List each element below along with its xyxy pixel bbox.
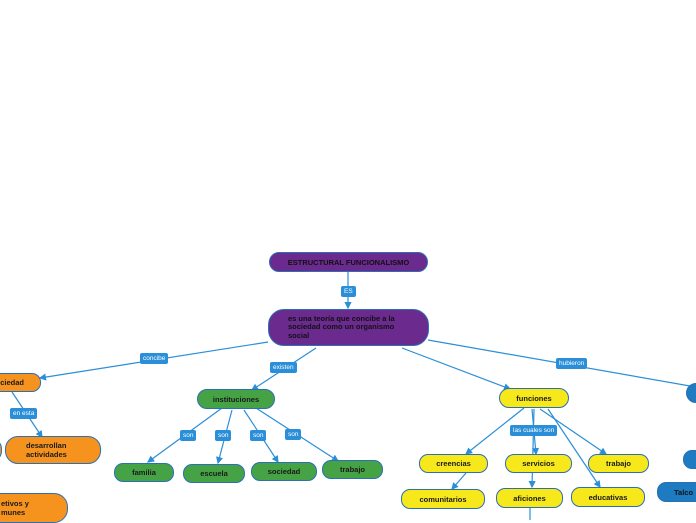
funciones-node-label: funciones <box>516 393 552 403</box>
sociedad-institucion-node-label: sociedad <box>267 467 301 476</box>
link-label-es: ES <box>341 286 356 297</box>
instituciones-node[interactable]: instituciones <box>197 389 275 409</box>
sociedad-node-label: ciedad <box>0 378 24 387</box>
link-label-son-sociedad: son <box>250 430 267 441</box>
sociedad-node[interactable]: ciedad <box>0 373 41 392</box>
comunitarios-node-label: comunitarios <box>419 494 467 504</box>
talco-node-label: Talco <box>674 487 694 497</box>
partial-node-right-middle[interactable] <box>683 450 696 469</box>
escuela-node[interactable]: escuela <box>183 464 245 483</box>
desarrollan-node[interactable]: desarrollan actividades <box>5 436 101 464</box>
definition-node-label: es una teoría que concibe a la sociedad … <box>288 313 395 340</box>
escuela-node-label: escuela <box>200 469 228 478</box>
sociedad-institucion-node[interactable]: sociedad <box>251 462 317 481</box>
creencias-node-label: creencias <box>436 459 471 468</box>
educativas-node[interactable]: educativas <box>571 487 645 507</box>
talco-node[interactable]: Talco <box>657 482 696 502</box>
link-label-concibe: concibe <box>140 353 169 364</box>
link-label-existen: existen <box>270 362 297 373</box>
link-label-las-cuales-son: las cuales son <box>510 425 558 436</box>
link-label-hubieron: hubieron <box>556 358 588 369</box>
creencias-node[interactable]: creencias <box>419 454 488 473</box>
definition-node[interactable]: es una teoría que concibe a la sociedad … <box>268 309 429 346</box>
link-label-son-trabajo: son <box>285 429 302 440</box>
desarrollan-node-label: desarrollan actividades <box>26 441 67 459</box>
link-label-son-familia: son <box>180 430 197 441</box>
funciones-node[interactable]: funciones <box>499 388 569 408</box>
trabajo-institucion-node-label: trabajo <box>339 465 365 474</box>
link-label-en-esta: en esta <box>10 408 38 419</box>
objetivos-node-label: etivos y munes <box>1 499 29 517</box>
link-label-son-escuela: son <box>215 430 232 441</box>
aficiones-node[interactable]: aficiones <box>496 488 563 508</box>
objetivos-node[interactable]: etivos y munes <box>0 493 68 523</box>
root-node-label: ESTRUCTURAL FUNCIONALISMO <box>287 257 410 267</box>
familia-node-label: familia <box>132 468 156 477</box>
servicios-node-label: servicios <box>522 459 555 468</box>
root-node[interactable]: ESTRUCTURAL FUNCIONALISMO <box>269 252 428 272</box>
educativas-node-label: educativas <box>588 492 628 502</box>
instituciones-node-label: instituciones <box>212 394 260 404</box>
trabajo-institucion-node[interactable]: trabajo <box>322 460 383 479</box>
aficiones-node-label: aficiones <box>513 493 546 503</box>
servicios-node[interactable]: servicios <box>505 454 572 473</box>
trabajo-funcion-node[interactable]: trabajo <box>588 454 649 473</box>
comunitarios-node[interactable]: comunitarios <box>401 489 485 509</box>
familia-node[interactable]: familia <box>114 463 174 482</box>
trabajo-funcion-node-label: trabajo <box>605 459 631 468</box>
